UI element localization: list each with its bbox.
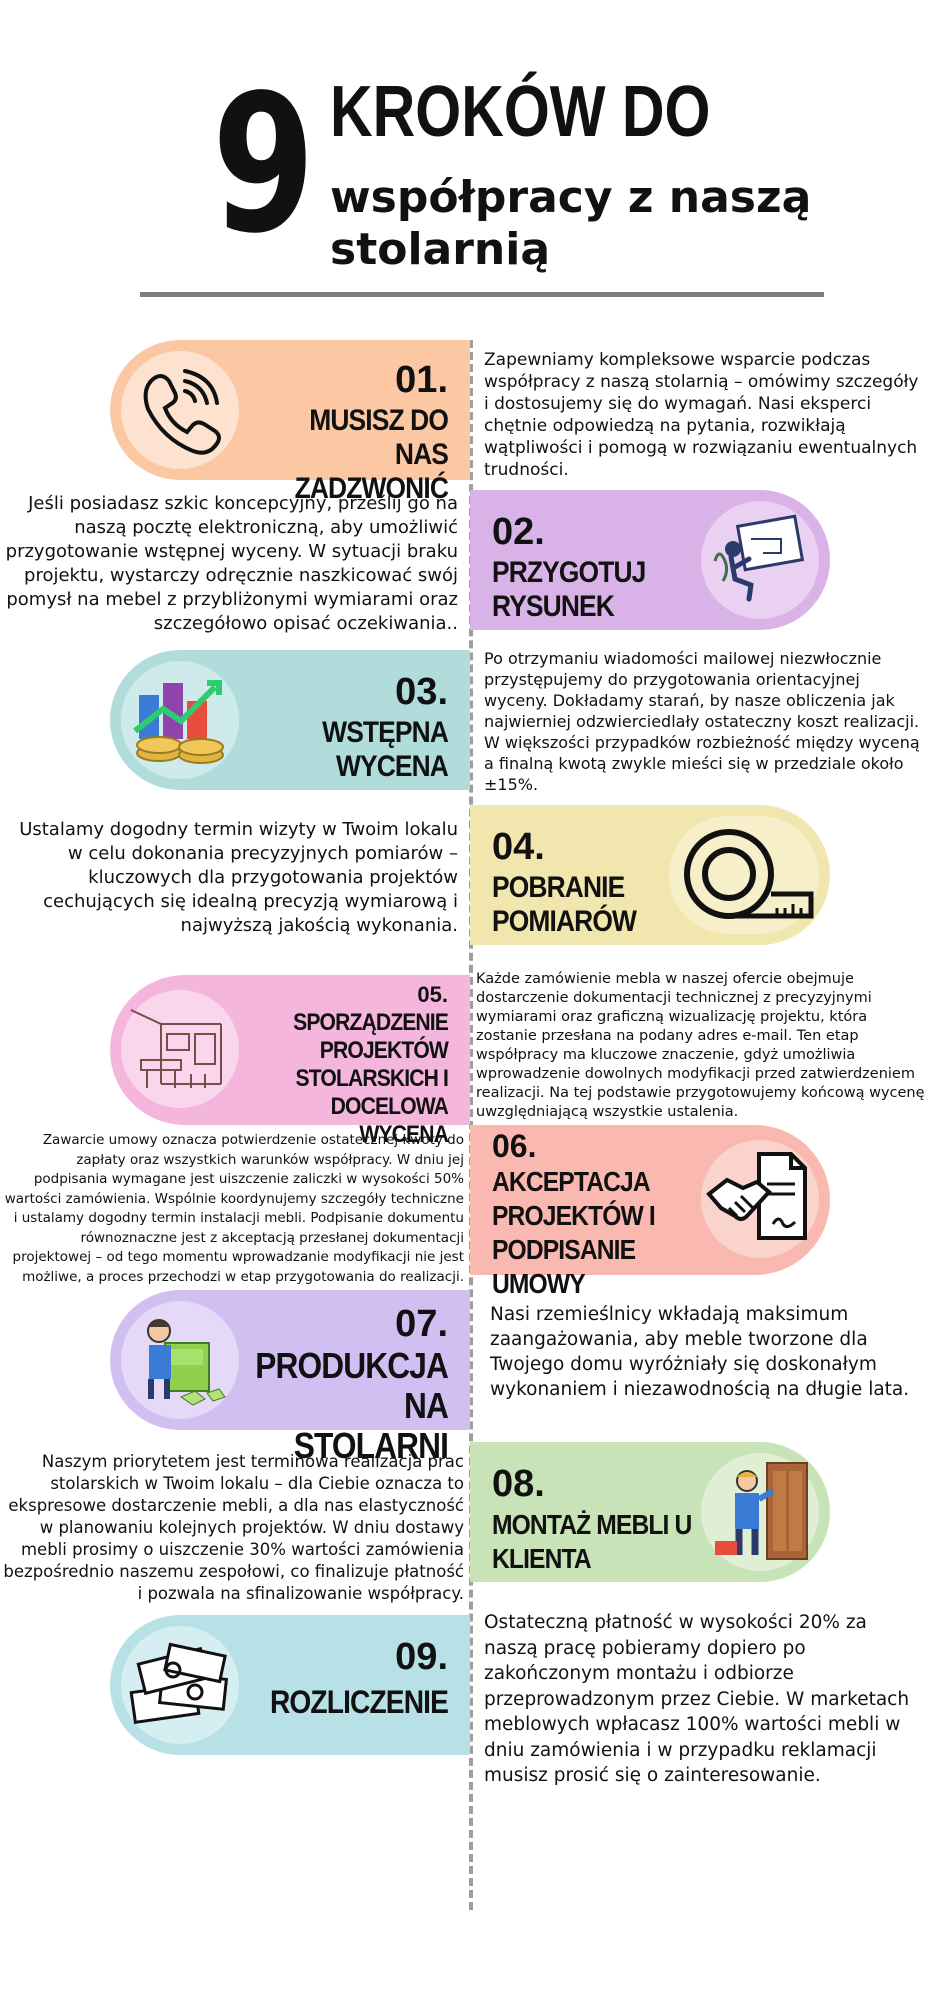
step-8-title: MONTAŻ MEBLI U KLIENTA [492, 1509, 692, 1574]
step-5-card: 05. SPORZĄDZENIE PROJEKTÓW STOLARSKICH I… [110, 975, 470, 1148]
step-9-number: 09. [395, 1636, 448, 1678]
step-6-description: Zawarcie umowy oznacza potwierdzenie ost… [4, 1132, 464, 1285]
step-6-title: AKCEPTACJA PROJEKTÓW I PODPISANIE UMOWY [492, 1166, 656, 1299]
money-stack-icon [121, 1626, 239, 1744]
step-8-number: 08. [492, 1463, 545, 1505]
step-2-description: Jeśli posiadasz szkic koncepcyjny, prześ… [5, 493, 458, 634]
step-1-description: Zapewniamy kompleksowe wsparcie podczas … [484, 350, 919, 480]
step-9-title: ROZLICZENIE [269, 1684, 449, 1720]
phone-icon [121, 351, 239, 469]
assembly-worker-icon [121, 1301, 239, 1419]
step-1-card: 01. MUSISZ DO NAS ZADZWONIĆ [110, 340, 470, 505]
step-1-number: 01. [395, 359, 448, 401]
step-5-title: SPORZĄDZENIE PROJEKTÓW STOLARSKICH I DOC… [293, 1009, 449, 1148]
step-3-title: WSTĘPNA WYCENA [322, 716, 449, 783]
header-subtitle: współpracy z naszą stolarnią [330, 172, 812, 275]
step-2-title: PRZYGOTUJ RYSUNEK [492, 556, 646, 623]
step-8-description: Naszym priorytetem jest terminowa realiz… [3, 1452, 464, 1603]
step-7-title: PRODUKCJA NA STOLARNI [255, 1345, 449, 1466]
step-3-number: 03. [395, 671, 448, 713]
step-4-card: 04. POBRANIE POMIARÓW [470, 805, 830, 945]
step-3-card: 03. WSTĘPNA WYCENA [110, 650, 470, 790]
step-9-card: 09. ROZLICZENIE [110, 1615, 470, 1755]
step-2-card: 02. PRZYGOTUJ RYSUNEK [470, 490, 830, 630]
step-3-description: Po otrzymaniu wiadomości mailowej niezwł… [484, 649, 920, 794]
tape-measure-icon [669, 816, 819, 934]
step-9-description: Ostateczną płatność w wysokości 20% za n… [484, 1612, 910, 1786]
step-4-title: POBRANIE POMIARÓW [492, 871, 637, 938]
step-7-number: 07. [395, 1303, 448, 1345]
header-divider [140, 292, 824, 297]
step-6-card: 06. AKCEPTACJA PROJEKTÓW I PODPISANIE UM… [470, 1125, 830, 1299]
header-number: 9 [212, 54, 315, 275]
handshake-contract-icon [701, 1140, 819, 1258]
step-4-number: 04. [492, 826, 545, 868]
installer-icon [701, 1453, 819, 1571]
step-7-description: Nasi rzemieślnicy wkładają maksimum zaan… [490, 1304, 910, 1400]
kitchen-sketch-icon [121, 990, 239, 1108]
step-7-card: 07. PRODUKCJA NA STOLARNI [110, 1290, 470, 1466]
step-4-description: Ustalamy dogodny termin wizyty w Twoim l… [19, 819, 458, 936]
step-2-number: 02. [492, 511, 545, 553]
header-title: KROKÓW DO [330, 72, 711, 152]
step-5-description: Każde zamówienie mebla w naszej ofercie … [476, 971, 925, 1120]
step-5-number: 05. [417, 982, 448, 1007]
chart-coins-icon [121, 661, 239, 779]
step-1-title: MUSISZ DO NAS ZADZWONIĆ [294, 404, 449, 505]
drawing-desk-icon [701, 501, 819, 619]
step-8-card: 08. MONTAŻ MEBLI U KLIENTA [470, 1442, 830, 1582]
step-6-number: 06. [492, 1128, 537, 1164]
